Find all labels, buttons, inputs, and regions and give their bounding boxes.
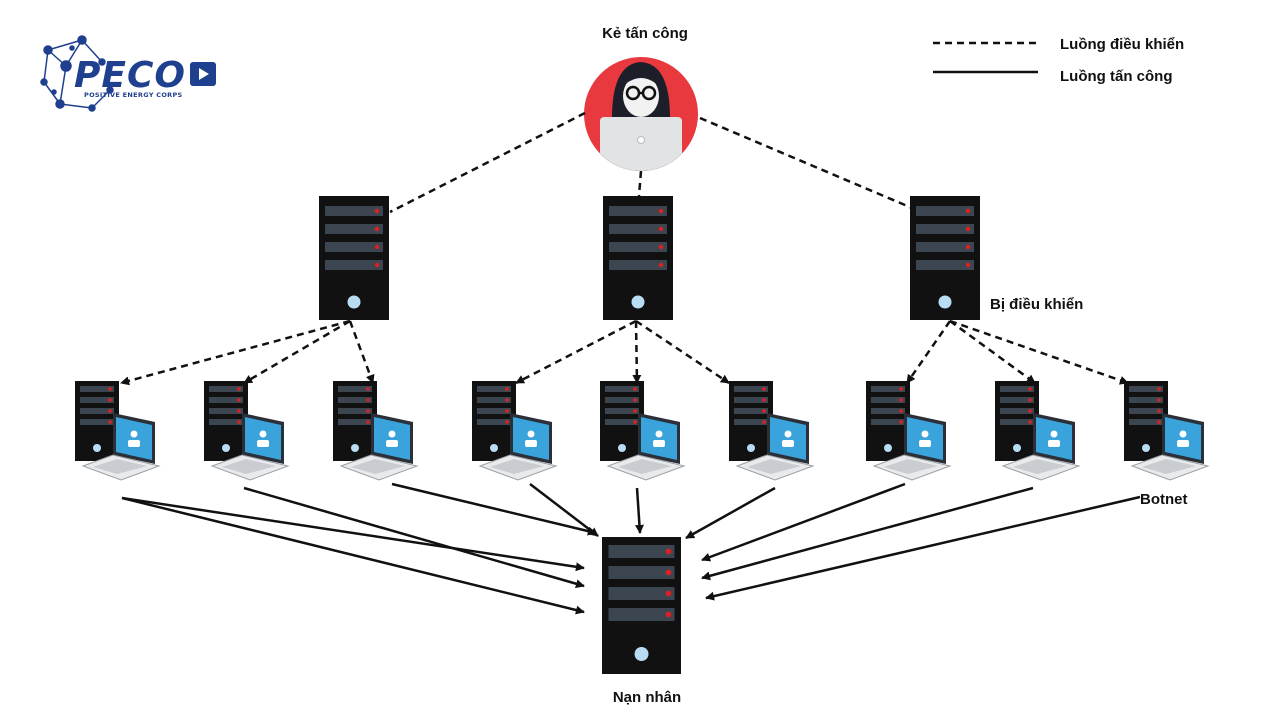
legend-attack-flow-label: Luồng tấn công — [1060, 68, 1172, 85]
bot-computer-3 — [333, 381, 419, 481]
legend: Luồng điều khiển Luồng tấn công — [933, 36, 1184, 85]
botnet-label: Botnet — [1140, 491, 1188, 508]
logo-tagline: POSITIVE ENERGY CORPS — [84, 91, 183, 99]
control-line — [243, 319, 351, 385]
controlled-server-3 — [910, 196, 980, 320]
bot-computer-1 — [75, 381, 161, 481]
control-line — [515, 319, 637, 385]
control-line — [949, 319, 1036, 385]
connection-lines — [120, 111, 1141, 615]
attack-line — [705, 495, 1141, 601]
logo-wordmark: PECO — [74, 55, 186, 96]
bot-computer-4 — [472, 381, 558, 481]
victim-server — [602, 537, 681, 674]
bot-computer-8 — [995, 381, 1081, 481]
play-icon — [190, 62, 216, 86]
attack-line — [529, 483, 599, 537]
control-line — [632, 320, 642, 384]
controlled-label: Bị điều khiển — [990, 296, 1083, 313]
attack-line — [121, 496, 585, 572]
controlled-server-1 — [319, 196, 389, 320]
peco-logo: PECO POSITIVE ENERGY CORPS — [40, 35, 216, 112]
attack-line — [121, 496, 585, 615]
attack-line — [243, 486, 585, 589]
bot-computer-9 — [1124, 381, 1210, 481]
controlled-server-2 — [603, 196, 673, 320]
legend-control-flow-label: Luồng điều khiển — [1060, 36, 1184, 53]
attacker-label: Kẻ tấn công — [602, 25, 688, 42]
control-line — [120, 319, 351, 386]
control-line — [348, 320, 375, 384]
control-line — [699, 116, 913, 210]
bot-computer-7 — [866, 381, 952, 481]
control-line — [389, 111, 586, 214]
attack-line — [634, 487, 644, 534]
bot-computer-2 — [204, 381, 290, 481]
control-line — [949, 319, 1129, 385]
control-line — [635, 319, 730, 385]
attack-line — [391, 482, 597, 536]
attack-line — [701, 482, 906, 562]
nodes — [75, 196, 1210, 674]
control-line — [637, 170, 643, 197]
bot-computer-6 — [729, 381, 815, 481]
attack-line — [701, 486, 1034, 581]
attack-line — [685, 486, 776, 540]
bot-computer-5 — [600, 381, 686, 481]
hacker-icon — [584, 57, 698, 171]
network-globe-icon — [40, 35, 114, 112]
control-line — [905, 320, 952, 384]
victim-label: Nạn nhân — [613, 689, 681, 706]
